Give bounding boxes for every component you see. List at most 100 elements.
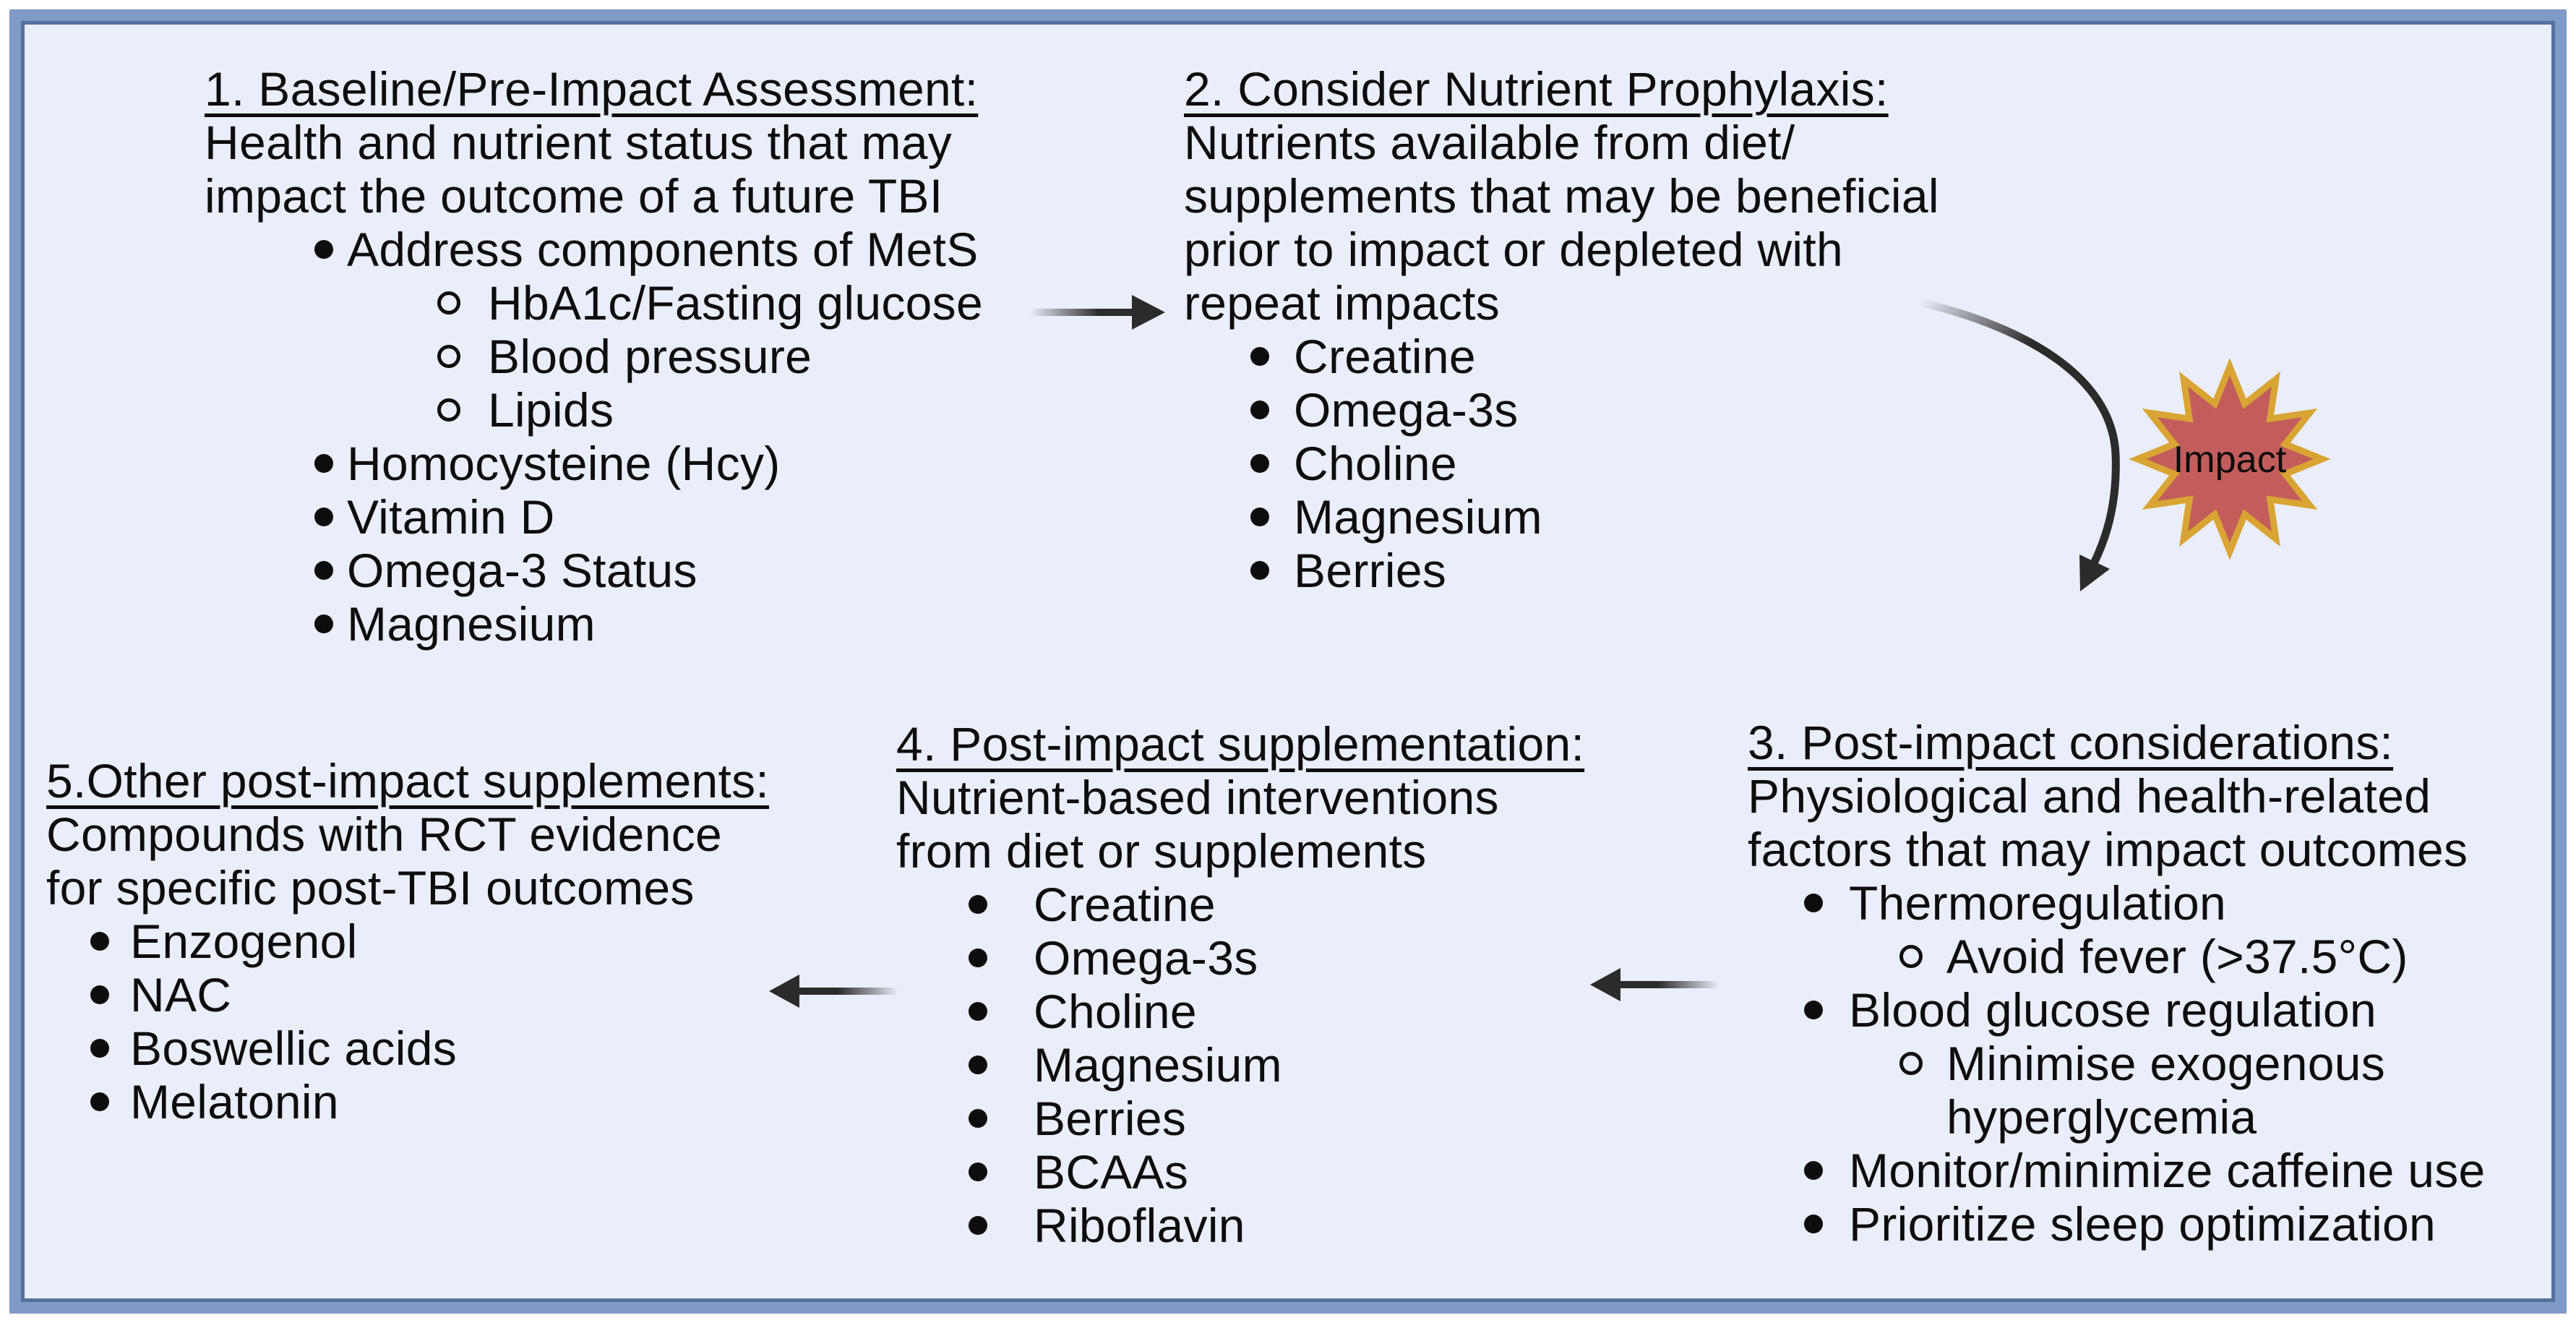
description-line: Nutrients available from diet/ — [1184, 116, 1795, 169]
bullet-icon — [1250, 347, 1269, 366]
bullet-icon — [1899, 945, 1923, 968]
list-item-text: Prioritize sleep optimization — [1849, 1197, 2437, 1251]
list-item-text: Boswellic acids — [130, 1022, 457, 1075]
bullet-icon — [314, 561, 333, 580]
bullet-icon — [437, 345, 460, 368]
section-title: 5.Other post-impact supplements: — [46, 754, 770, 808]
list-item-text: Omega-3 Status — [347, 544, 697, 597]
bullet-icon — [1804, 1001, 1823, 1019]
bullet-icon — [1804, 894, 1823, 912]
list-item-text: Minimise exogenous hyperglycemia — [1946, 1037, 2386, 1144]
list-item: Avoid fever (>37.5°C) — [1748, 930, 2572, 983]
description-line: factors that may impact outcomes — [1748, 823, 2468, 876]
bullet-icon — [969, 1002, 987, 1021]
bullet-icon — [1250, 561, 1269, 580]
bullet-icon — [437, 291, 460, 314]
bullet-icon — [437, 398, 460, 421]
list-item-text: Magnesium — [1294, 490, 1542, 544]
section-title: 2. Consider Nutrient Prophylaxis: — [1184, 62, 1889, 116]
list-item: Vitamin D — [205, 490, 1047, 544]
description-line: Compounds with RCT evidence — [46, 808, 723, 861]
list-item: Choline — [896, 985, 1677, 1038]
list-item-text: Blood glucose regulation — [1849, 983, 2377, 1037]
list-item-text: Enzogenol — [130, 915, 358, 968]
list-item: Melatonin — [46, 1075, 776, 1129]
list-item: HbA1c/Fasting glucose — [205, 276, 1047, 330]
list-item: Berries — [896, 1092, 1677, 1145]
section-title: 3. Post-impact considerations: — [1748, 716, 2394, 769]
description-line: Nutrient-based interventions — [896, 771, 1499, 824]
section-post-impact-supplementation: 4. Post-impact supplementation: Nutrient… — [896, 717, 1677, 1252]
bullet-icon — [314, 240, 333, 259]
list-item-text: Choline — [1034, 985, 1197, 1038]
section-baseline-pre-impact-assessment: 1. Baseline/Pre-Impact Assessment: Healt… — [205, 62, 1047, 651]
list-item: Address components of MetS — [205, 223, 1047, 276]
bullet-icon — [90, 985, 109, 1004]
list-item-text: NAC — [130, 968, 232, 1022]
list-item-text: Blood pressure — [488, 330, 812, 383]
list-item: NAC — [46, 968, 776, 1022]
bullet-icon — [969, 1163, 987, 1181]
bullet-icon — [1804, 1215, 1823, 1233]
bullet-icon — [90, 1092, 109, 1111]
bullet-icon — [969, 1216, 987, 1235]
bullet-icon — [969, 895, 987, 914]
list-item: Omega-3s — [1184, 383, 2022, 437]
list-item-text: Omega-3s — [1294, 383, 1519, 437]
description-line: for specific post-TBI outcomes — [46, 861, 695, 915]
list-item: Monitor/minimize caffeine use — [1748, 1144, 2572, 1197]
list-item-text: Homocysteine (Hcy) — [347, 437, 781, 490]
list-item: Lipids — [205, 383, 1047, 437]
list-item: BCAAs — [896, 1145, 1677, 1199]
bullet-icon — [1250, 401, 1269, 419]
section-other-post-impact-supplements: 5.Other post-impact supplements: Compoun… — [46, 754, 776, 1129]
list-item: Omega-3s — [896, 931, 1677, 985]
list-item: Berries — [1184, 544, 2022, 597]
description-line: Physiological and health-related — [1748, 769, 2431, 823]
section-consider-nutrient-prophylaxis: 2. Consider Nutrient Prophylaxis: Nutrie… — [1184, 62, 2022, 597]
list-item-text: Berries — [1034, 1092, 1187, 1145]
bullet-icon — [1250, 508, 1269, 526]
description-line: prior to impact or depleted with — [1184, 223, 1844, 276]
bullet-icon — [1250, 454, 1269, 473]
list-item-text: Address components of MetS — [347, 223, 979, 276]
section-title: 4. Post-impact supplementation: — [896, 717, 1585, 771]
list-item-text: Monitor/minimize caffeine use — [1849, 1144, 2486, 1197]
list-item: Thermoregulation — [1748, 876, 2572, 930]
list-item-text: Berries — [1294, 544, 1447, 597]
list-item-text: Magnesium — [1034, 1038, 1282, 1092]
bullet-icon — [314, 615, 333, 633]
list-item: Blood pressure — [205, 330, 1047, 383]
section-description: Nutrients available from diet/supplement… — [1184, 116, 2022, 330]
bullet-icon — [90, 1039, 109, 1058]
section-title: 1. Baseline/Pre-Impact Assessment: — [205, 62, 979, 116]
description-line: impact the outcome of a future TBI — [205, 169, 943, 223]
bullet-icon — [969, 1109, 987, 1128]
description-line: from diet or supplements — [896, 824, 1427, 878]
list-item-text: Creatine — [1034, 878, 1216, 931]
bullet-icon — [1804, 1161, 1823, 1180]
list-item-text: Vitamin D — [347, 490, 555, 544]
list-item: Riboflavin — [896, 1199, 1677, 1252]
list-item-text: Creatine — [1294, 330, 1476, 383]
list-item: Choline — [1184, 437, 2022, 490]
list-item-text: Magnesium — [347, 597, 596, 651]
list-item-text: Thermoregulation — [1849, 876, 2227, 930]
description-line: supplements that may be beneficial — [1184, 169, 1939, 223]
bullet-icon — [969, 949, 987, 967]
description-line: Health and nutrient status that may — [205, 116, 953, 169]
list-item: Magnesium — [205, 597, 1047, 651]
list-item-text: Avoid fever (>37.5°C) — [1946, 930, 2408, 983]
list-item: Creatine — [1184, 330, 2022, 383]
list-item: Magnesium — [896, 1038, 1677, 1092]
list-item: Prioritize sleep optimization — [1748, 1197, 2572, 1251]
list-item-text: Melatonin — [130, 1075, 339, 1129]
figure-border — [9, 9, 2567, 1314]
